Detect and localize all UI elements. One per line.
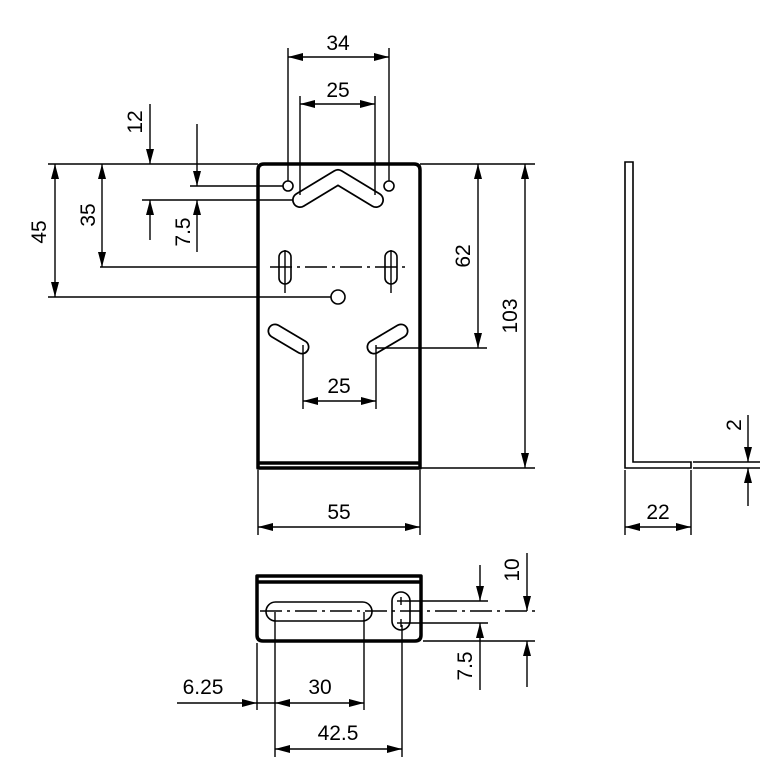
dim-45: 45 [28,220,51,243]
side-view: 22 2 [624,161,760,535]
dim-55: 55 [327,501,350,524]
side-profile [624,161,692,469]
dim-2: 2 [723,419,746,431]
dim-42-5: 42.5 [318,722,359,745]
dim-34: 34 [326,32,350,55]
dim-12: 12 [124,110,147,133]
dim-25-top: 25 [326,79,349,102]
dim-7-5: 7.5 [172,217,195,246]
dim-7-5-bottom: 7.5 [454,651,477,680]
dim-35: 35 [77,203,100,226]
mounting-hole [282,180,294,192]
dim-10: 10 [501,558,524,581]
dim-22: 22 [646,501,669,524]
front-plate-outline [256,162,422,470]
dim-62: 62 [452,244,475,267]
dim-103: 103 [499,298,522,333]
dim-30: 30 [308,676,331,699]
bottom-outline [255,574,423,643]
dim-25-bottom: 25 [327,375,350,398]
dim-6-25: 6.25 [183,676,224,699]
front-view: 34 25 12 7.5 35 45 62 103 25 [28,32,535,535]
bottom-view: 7.5 10 6.25 30 42.5 [177,553,535,757]
center-hole [330,289,346,305]
mounting-hole [383,180,395,192]
